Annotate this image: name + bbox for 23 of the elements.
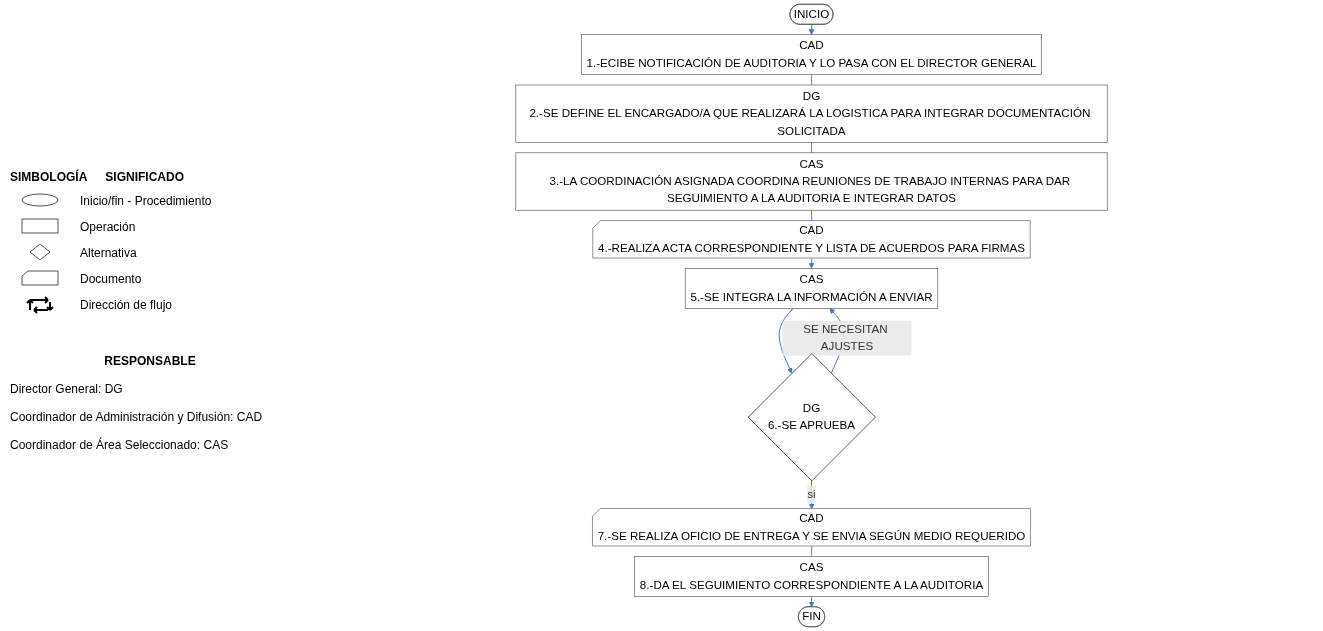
legend-text: Documento [80,272,142,286]
section-heading: RESPONSABLE [103,354,197,368]
node-diamond: DG 6.-SE APRUEBA [747,353,876,482]
node-box: CAS 5.-SE INTEGRA LA INFORMACIÓN A ENVIAR [684,268,939,309]
node-box: CAD 1.-ECIBE NOTIFICACIÓN DE AUDITORIA Y LO PASA CON EL DIRECTOR GENERAL [581,34,1042,75]
node-box: DG 2.-SE DEFINE EL ENCARGADO/A QUE REALIZARÁ LA LOGISTICA PARA INTEGRAR DOCUMENTACIÓN SOLICITADA [515,84,1108,143]
connector [811,74,812,86]
column-heading: SIGNIFICADO [105,170,184,184]
edge-label: SE NECESITAN AJUSTES [803,322,888,354]
role-text: Director General: DG [10,382,124,396]
node-box: CAS 8.-DA EL SEGUIMIENTO CORRESPONDIENTE A LA AUDITORIA [634,556,989,597]
edge-label: si [807,487,816,501]
connector [811,141,812,154]
connector [811,545,813,557]
connector [811,209,813,222]
column-heading: SIMBOLOGÍA [10,170,88,184]
legend-text: Dirección de flujo [80,298,173,312]
node-box: CAS 3.-LA COORDINACIÓN ASIGNADA COORDINA REUNIONES DE TRABAJO INTERNAS PARA DAR SEGUIMIENTO A LA AUDITORIA E INTEGRAR DATOS [515,152,1108,211]
legend-text: Alternativa [80,246,137,260]
legend-text: Operación [80,220,136,234]
role-text: Coordinador de Área Seleccionado: CAS [10,438,230,452]
role-text: Coordinador de Administración y Difusión: CAD [10,410,264,424]
legend-text: Inicio/fin - Procedimiento [80,194,212,208]
